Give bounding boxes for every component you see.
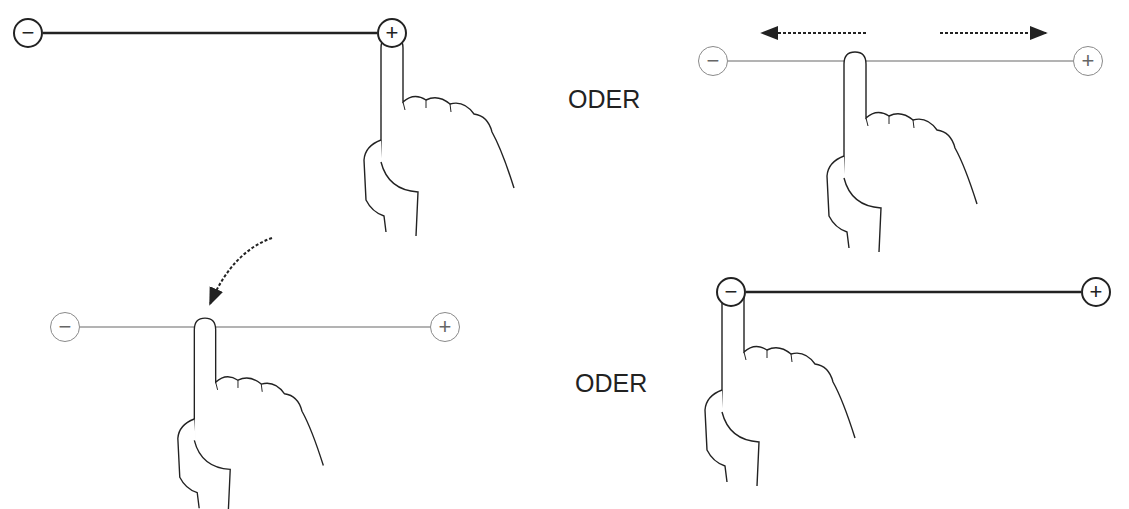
hand-finger bbox=[364, 36, 514, 236]
or-label: ODER bbox=[575, 370, 647, 398]
button-symbol: − bbox=[59, 316, 72, 338]
swipe-arrow-left bbox=[762, 32, 866, 34]
slider-track bbox=[728, 60, 1073, 61]
or-label: ODER bbox=[568, 86, 640, 114]
slider-track bbox=[80, 326, 430, 327]
tap-arrow bbox=[210, 238, 272, 304]
button-symbol: + bbox=[439, 316, 452, 338]
hand-finger bbox=[178, 318, 324, 509]
slider-end-button: − bbox=[698, 46, 728, 76]
button-symbol: − bbox=[22, 22, 35, 44]
slider-track bbox=[43, 32, 377, 35]
button-symbol: − bbox=[707, 50, 720, 72]
slider-end-button: + bbox=[1081, 277, 1111, 307]
slider-end-button: − bbox=[13, 18, 43, 48]
button-symbol: + bbox=[1090, 281, 1103, 303]
button-symbol: + bbox=[386, 22, 399, 44]
hand-finger bbox=[705, 286, 855, 486]
button-symbol: − bbox=[725, 281, 738, 303]
slider-end-button: + bbox=[377, 18, 407, 48]
slider-end-button: − bbox=[50, 312, 80, 342]
hand-finger bbox=[827, 52, 977, 252]
button-symbol: + bbox=[1082, 50, 1095, 72]
slider-end-button: + bbox=[1073, 46, 1103, 76]
slider-track bbox=[746, 291, 1081, 294]
slider-end-button: − bbox=[716, 277, 746, 307]
swipe-arrow-right bbox=[940, 32, 1046, 34]
slider-end-button: + bbox=[430, 312, 460, 342]
